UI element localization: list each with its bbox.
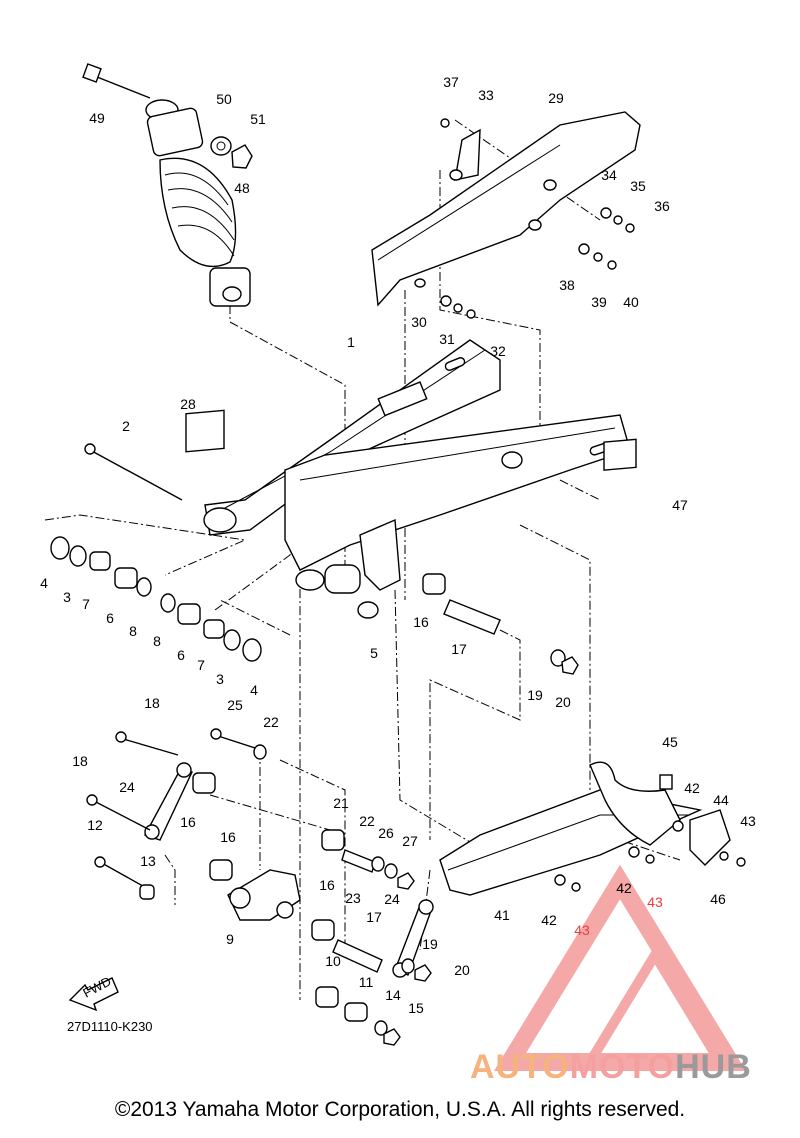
callout-c19a: 19 <box>527 687 543 703</box>
watermark-logo <box>493 864 747 1071</box>
callout-c17a: 17 <box>451 641 467 657</box>
callout-c42b: 42 <box>616 880 632 896</box>
callout-c6b: 6 <box>177 647 185 663</box>
callout-c16b: 16 <box>180 814 196 830</box>
callout-c13: 13 <box>140 853 156 869</box>
callout-c20a: 20 <box>555 694 571 710</box>
callout-c50: 50 <box>216 91 232 107</box>
callout-c33: 33 <box>478 87 494 103</box>
chain-case-lower <box>439 761 746 896</box>
callout-c44: 44 <box>713 792 729 808</box>
callout-c28: 28 <box>180 396 196 412</box>
callout-c4b: 4 <box>250 682 258 698</box>
watermark-wordmark: AUTOMOTOHUB <box>470 1048 752 1087</box>
relay-arm-linkage <box>86 728 434 978</box>
callout-c11: 11 <box>359 974 374 990</box>
callout-c23: 23 <box>345 890 361 906</box>
callout-c3a: 3 <box>63 589 71 605</box>
pivot-bearings <box>50 536 262 662</box>
callout-c45: 45 <box>662 734 678 750</box>
watermark-part-2: MOTO <box>569 1048 676 1086</box>
callout-c1: 1 <box>347 334 355 350</box>
callout-c17b: 17 <box>366 909 382 925</box>
callout-c51: 51 <box>250 111 266 127</box>
callout-c7b: 7 <box>197 657 205 673</box>
callout-c4a: 4 <box>40 575 48 591</box>
pivot-shaft <box>84 443 183 501</box>
chain-case-upper <box>371 111 641 307</box>
callout-c34: 34 <box>601 167 617 183</box>
callout-c15: 15 <box>408 1000 424 1016</box>
rear-shock-absorber <box>82 63 251 307</box>
relay-bushings <box>311 829 432 1046</box>
watermark-part-3: HUB <box>675 1048 752 1086</box>
callout-c2: 2 <box>122 418 130 434</box>
callout-c20b: 20 <box>454 962 470 978</box>
callout-c32: 32 <box>490 343 506 359</box>
callout-c42c: 42 <box>541 912 557 928</box>
callout-c47: 47 <box>672 497 688 513</box>
callout-c24b: 24 <box>384 891 400 907</box>
callout-c22a: 22 <box>263 714 279 730</box>
callout-c10: 10 <box>325 953 341 969</box>
callout-c8a: 8 <box>129 623 137 639</box>
callout-c3b: 3 <box>216 671 224 687</box>
callout-c8b: 8 <box>153 633 161 649</box>
callout-c40: 40 <box>623 294 639 310</box>
callout-c16d: 16 <box>319 877 335 893</box>
callout-c12: 12 <box>87 817 103 833</box>
callout-c9: 9 <box>226 931 234 947</box>
callout-c26: 26 <box>378 825 394 841</box>
callout-c37: 37 <box>443 74 459 90</box>
callout-c48: 48 <box>234 180 250 196</box>
callout-c7a: 7 <box>82 596 90 612</box>
callout-c31: 31 <box>439 331 455 347</box>
callout-c16a: 16 <box>413 614 429 630</box>
callout-c18b: 18 <box>72 753 88 769</box>
callout-c5: 5 <box>370 645 378 661</box>
callout-c42a: 42 <box>684 780 700 796</box>
callout-c21: 21 <box>333 795 349 811</box>
watermark-part-1: AUTO <box>470 1048 570 1086</box>
callout-c29: 29 <box>548 90 564 106</box>
callout-c22b: 22 <box>359 813 375 829</box>
swing-arm <box>203 339 631 594</box>
callout-c43a: 43 <box>740 813 756 829</box>
callout-c18a: 18 <box>144 695 160 711</box>
labels-28-47 <box>185 409 637 471</box>
callout-c41: 41 <box>494 907 510 923</box>
callout-c27: 27 <box>402 833 418 849</box>
rear-arm-right-parts <box>357 573 579 675</box>
callout-c14: 14 <box>385 987 401 1003</box>
callout-c25: 25 <box>227 697 243 713</box>
callout-c30: 30 <box>411 314 427 330</box>
figure-code: 27D1110-K230 <box>67 1019 153 1034</box>
callout-c49: 49 <box>89 110 105 126</box>
callout-c19b: 19 <box>422 936 438 952</box>
callout-c6a: 6 <box>106 610 114 626</box>
callout-c46: 46 <box>710 891 726 907</box>
callout-c38: 38 <box>559 277 575 293</box>
callout-c43c: 43 <box>574 922 590 938</box>
callout-c24a: 24 <box>119 779 135 795</box>
callout-c36: 36 <box>654 198 670 214</box>
callout-c43b: 43 <box>647 894 663 910</box>
callout-c16c: 16 <box>220 829 236 845</box>
callout-c39: 39 <box>591 294 607 310</box>
copyright-notice: ©2013 Yamaha Motor Corporation, U.S.A. A… <box>114 1098 686 1121</box>
fwd-arrow-icon: FWD <box>68 974 119 1012</box>
chain-case-fasteners <box>440 118 635 319</box>
callout-c35: 35 <box>630 178 646 194</box>
shock-nuts <box>210 136 253 169</box>
